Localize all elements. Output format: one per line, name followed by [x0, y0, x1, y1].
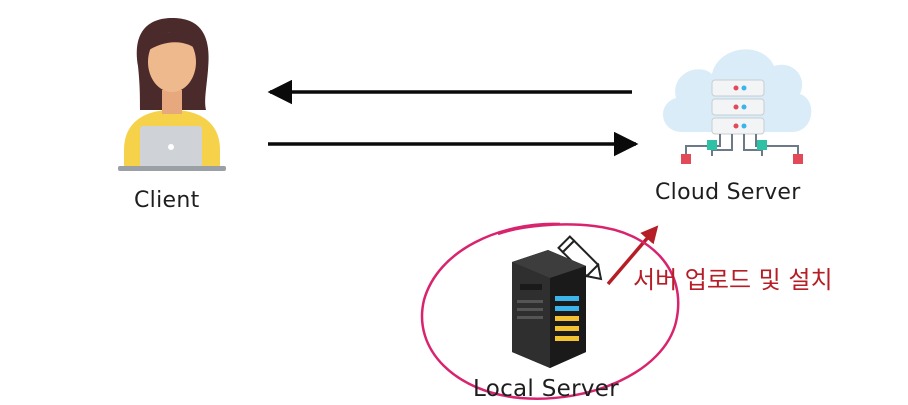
local-server-label: Local Server — [473, 376, 619, 402]
client-person-icon — [118, 18, 226, 171]
cloud-server-label: Cloud Server — [655, 180, 801, 205]
client-label: Client — [134, 188, 200, 213]
upload-install-annotation: 서버 업로드 및 설치 — [633, 266, 833, 294]
cloud-server-icon — [663, 49, 812, 164]
pencil-icon — [557, 235, 603, 281]
upload-arrow — [606, 225, 659, 286]
local-server-icon — [512, 250, 586, 368]
highlight-circle — [420, 222, 680, 400]
